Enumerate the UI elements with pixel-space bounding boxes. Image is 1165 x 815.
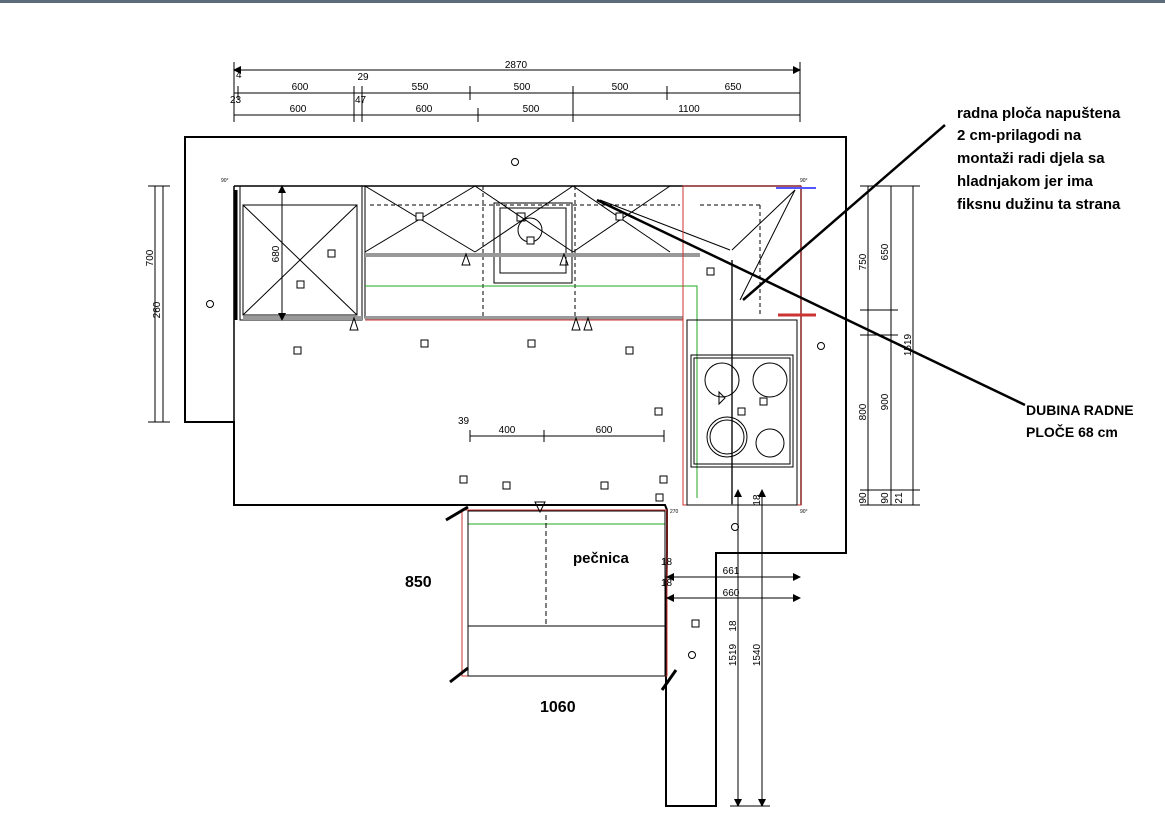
- worktop-note-line-0: radna ploča napuštena: [957, 105, 1121, 122]
- island: [445, 505, 678, 691]
- right-dimension-lines: [860, 185, 920, 506]
- room-outline: [184, 136, 847, 807]
- dim-right-7: 1519: [903, 333, 914, 356]
- dim-right-4: 90: [858, 492, 869, 504]
- lower-dimension-lines: [666, 489, 801, 807]
- dim-lower-1: 660: [723, 588, 740, 599]
- dim-right-2: 900: [880, 393, 891, 410]
- worktop-note-line-1: 2 cm-prilagodi na: [957, 127, 1082, 144]
- dim-left-0: 700: [145, 249, 156, 266]
- top-dimension-lines: [233, 62, 801, 442]
- depth-note-line-1: PLOČE 68 cm: [1026, 423, 1118, 440]
- tiny-mark-3: 90°: [800, 509, 808, 515]
- worktop-note-line-2: montaži radi djela sa: [957, 150, 1105, 167]
- worktop-note-line-3: hladnjakom jer ima: [957, 173, 1094, 190]
- dim-right-0: 750: [858, 253, 869, 270]
- tiny-mark-0: 90°: [221, 178, 229, 184]
- dim-row1-4: 500: [514, 82, 531, 93]
- window-top-border: [0, 0, 1165, 3]
- dim-row1-2: 29: [357, 72, 369, 83]
- dim-right-5: 90: [880, 492, 891, 504]
- dim-row1-0: 4: [236, 70, 242, 81]
- dim-left-1: 260: [152, 301, 163, 318]
- dim-row2-0: 23: [230, 95, 242, 106]
- depth-note-line-0: DUBINA RADNE: [1026, 402, 1134, 418]
- dim-right-1: 650: [880, 243, 891, 260]
- dim-row1-6: 650: [725, 82, 742, 93]
- dim-row2-1: 600: [290, 104, 307, 115]
- island-depth-label: 850: [405, 574, 432, 591]
- tiny-mark-1: 90°: [800, 178, 808, 184]
- direction-marks: [349, 252, 726, 514]
- dimension-texts: 2870 4 600 29 550 500 500 650 23 600 47 …: [145, 60, 914, 666]
- island-width-label: 1060: [540, 699, 576, 716]
- dim-lower-3: 18: [661, 578, 673, 589]
- tiny-mark-2: 270: [670, 509, 679, 515]
- dim-total: 2870: [505, 60, 528, 71]
- corner-cabinet: [686, 189, 798, 506]
- annotation-labels: radna ploča napuštena 2 cm-prilagodi na …: [405, 105, 1134, 716]
- dim-row1-5: 500: [612, 82, 629, 93]
- dim-row1-3: 550: [412, 82, 429, 93]
- leader-lines: [596, 124, 1026, 407]
- sink: [493, 202, 573, 284]
- left-dimension-lines: [148, 185, 286, 423]
- left-tall-cabinet: [234, 185, 363, 321]
- dim-lower-4: 1519: [728, 643, 739, 666]
- dim-row2-3: 600: [416, 104, 433, 115]
- dim-lower-6: 18: [728, 620, 739, 632]
- dim-row1-1: 600: [292, 82, 309, 93]
- red-outlines: [365, 185, 816, 677]
- dim-left-2: 680: [271, 245, 282, 262]
- dim-row2-4: 500: [523, 104, 540, 115]
- dim-inner-1: 400: [499, 425, 516, 436]
- dim-lower-7: 18: [752, 494, 763, 506]
- dim-lower-2: 18: [661, 557, 673, 568]
- dim-right-3: 800: [858, 403, 869, 420]
- dim-inner-0: 39: [458, 416, 470, 427]
- dim-lower-5: 1540: [752, 643, 763, 666]
- dim-row2-2: 47: [355, 95, 367, 106]
- worktop-note-line-4: fiksnu dužinu ta strana: [957, 196, 1121, 213]
- upper-cabinets: [364, 185, 731, 319]
- countertop-lines: [243, 253, 700, 525]
- dim-lower-0: 661: [723, 566, 740, 577]
- cooktop: [690, 354, 794, 468]
- dim-inner-2: 600: [596, 425, 613, 436]
- oven-label: pečnica: [573, 550, 630, 567]
- dim-right-6: 21: [894, 492, 905, 504]
- dim-row2-5: 1100: [678, 104, 700, 115]
- wall-details: [233, 185, 802, 505]
